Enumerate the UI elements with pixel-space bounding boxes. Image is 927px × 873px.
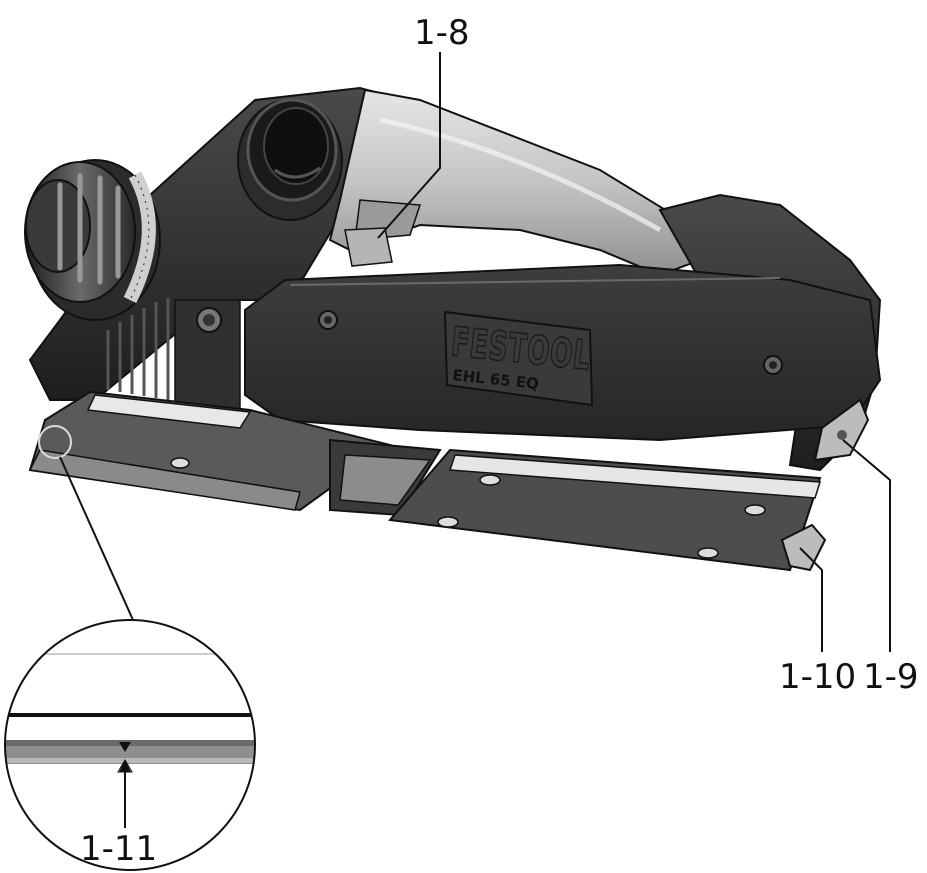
front-sole-plate [388,448,822,572]
leader-1-8 [377,52,441,239]
chip-ejector-lever [813,398,870,462]
leader-1-9 [842,439,891,652]
detail-marker-ring [38,425,72,459]
callout-label-1-11: 1-11 [80,829,157,869]
leader-1-11 [119,760,131,828]
brand-plate: FESTOOL EHL 65 EQ [443,310,594,407]
zoom-connector-line [59,456,134,621]
callout-label-1-9: 1-9 [863,657,919,697]
cover-screw-icon [318,310,338,330]
cover-screw-right-icon [763,355,783,375]
notch-marker-icon [119,742,131,752]
detail-zoom-circle [4,619,256,871]
screw-icon [196,307,222,333]
rear-sole-plate [28,390,393,512]
dust-extraction-port [237,98,343,221]
callout-label-1-10: 1-10 [779,657,856,697]
parking-shoe [780,523,827,572]
depth-adjust-knob [24,159,161,321]
switch-lock-button [344,227,393,267]
callout-label-1-8: 1-8 [414,13,470,53]
leader-1-10 [799,547,823,652]
cutter-block [329,438,442,517]
